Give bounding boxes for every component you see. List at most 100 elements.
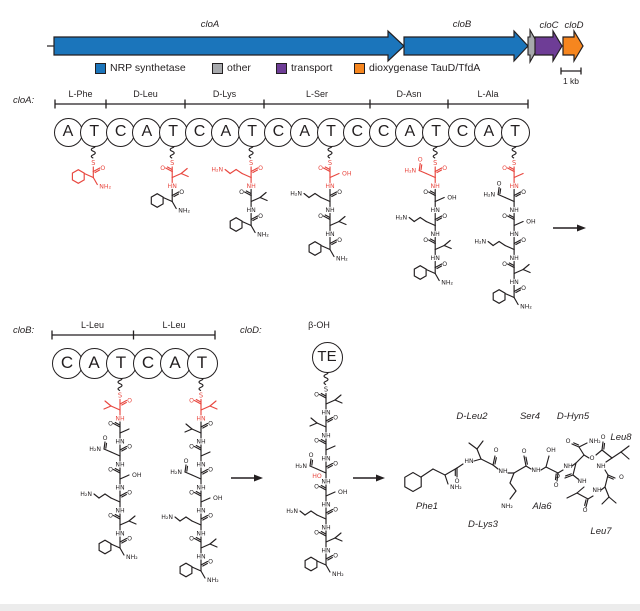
- module-label-LLeu-2: L-Leu: [162, 320, 186, 330]
- domain-circle-cloA-9-C: C: [263, 117, 293, 147]
- svg-text:HN: HN: [196, 462, 206, 469]
- svg-text:O: O: [337, 189, 342, 196]
- svg-text:O: O: [418, 157, 423, 164]
- svg-text:NH: NH: [115, 508, 125, 515]
- gene-label-cloA: cloA: [200, 19, 220, 30]
- svg-text:O: O: [208, 513, 213, 520]
- svg-text:HN: HN: [509, 231, 519, 238]
- svg-text:HN: HN: [321, 502, 331, 509]
- svg-text:H₂N: H₂N: [211, 167, 223, 174]
- svg-text:HO: HO: [312, 473, 322, 480]
- svg-text:S: S: [512, 159, 516, 167]
- svg-text:NH: NH: [196, 439, 206, 446]
- svg-text:H₂N: H₂N: [295, 463, 307, 470]
- cloB-section-label: cloB:: [13, 325, 35, 336]
- svg-text:HN: HN: [196, 554, 206, 561]
- domain-circle-TE: TE: [311, 341, 343, 373]
- svg-text:O: O: [333, 415, 338, 422]
- svg-text:O: O: [601, 434, 606, 441]
- domain-circle-cloA-8-T: T: [237, 117, 267, 147]
- svg-text:O: O: [554, 482, 559, 489]
- svg-text:HN: HN: [246, 207, 256, 214]
- svg-text:H₂N: H₂N: [474, 239, 486, 246]
- svg-text:O: O: [258, 165, 263, 172]
- gene-arrow-cloB: [403, 29, 529, 63]
- svg-text:O: O: [521, 285, 526, 292]
- legend-swatch-transport: [276, 63, 287, 74]
- svg-text:HN: HN: [464, 458, 474, 465]
- product-label-DLeu2: D-Leu2: [456, 411, 488, 422]
- svg-text:NH: NH: [509, 255, 519, 262]
- svg-text:O: O: [127, 444, 132, 451]
- svg-text:O: O: [208, 467, 213, 474]
- product-label-DHyn5: D-Hyn5: [556, 411, 590, 422]
- svg-text:HN: HN: [321, 548, 331, 555]
- svg-text:OH: OH: [338, 489, 348, 496]
- product-label-Ser4: Ser4: [519, 411, 541, 422]
- cloA-section-label: cloA:: [13, 95, 35, 106]
- svg-text:OH: OH: [447, 195, 457, 202]
- svg-text:HN: HN: [325, 183, 335, 190]
- svg-text:NH₂: NH₂: [332, 571, 344, 578]
- svg-text:S: S: [91, 159, 95, 167]
- gene-arrow-cloD: [562, 28, 584, 64]
- svg-text:O: O: [555, 473, 560, 480]
- domain-circle-cloB-2-A: A: [78, 347, 110, 379]
- module-label-LLeu-1: L-Leu: [80, 320, 105, 330]
- domain-circle-cloA-4-A: A: [132, 117, 162, 147]
- domain-circle-cloA-5-T: T: [158, 117, 188, 147]
- svg-text:HN: HN: [168, 183, 178, 190]
- svg-text:O: O: [566, 438, 571, 445]
- gene-arrow-cloA: [53, 29, 405, 63]
- svg-text:O: O: [521, 189, 526, 196]
- svg-text:OH: OH: [132, 472, 142, 479]
- legend-swatch-other: [212, 63, 223, 74]
- svg-text:O: O: [333, 461, 338, 468]
- svg-text:O: O: [455, 478, 460, 485]
- domain-circle-cloB-4-C: C: [132, 347, 164, 379]
- domain-circle-cloA-3-C: C: [106, 117, 136, 147]
- svg-text:S: S: [433, 159, 437, 167]
- svg-text:O: O: [103, 435, 108, 442]
- svg-text:O: O: [314, 484, 319, 491]
- beta-oh-label: β-OH: [308, 320, 330, 330]
- svg-text:O: O: [179, 189, 184, 196]
- svg-text:HN: HN: [196, 508, 206, 515]
- svg-text:HN: HN: [115, 439, 125, 446]
- svg-text:O: O: [127, 536, 132, 543]
- svg-text:O: O: [333, 507, 338, 514]
- svg-text:NH₂: NH₂: [126, 554, 138, 561]
- product-label-Leu8: Leu8: [610, 432, 632, 443]
- svg-text:O: O: [442, 261, 447, 268]
- domain-circle-cloB-6-T: T: [186, 347, 218, 379]
- svg-text:O: O: [127, 398, 132, 405]
- svg-text:O: O: [108, 421, 113, 428]
- svg-text:O: O: [442, 165, 447, 172]
- svg-text:O: O: [314, 438, 319, 445]
- domain-circle-cloA-12-C: C: [342, 117, 372, 147]
- svg-text:NH: NH: [509, 207, 519, 214]
- reaction-arrows: [231, 224, 586, 482]
- svg-text:O: O: [208, 421, 213, 428]
- domain-circle-cloA-11-T: T: [316, 117, 346, 147]
- legend-label-dioxygenase: dioxygenase TauD/TfdA: [369, 62, 481, 74]
- svg-text:S: S: [170, 159, 174, 167]
- svg-text:NH: NH: [246, 183, 256, 190]
- svg-text:NH: NH: [431, 183, 441, 190]
- svg-text:NH₂: NH₂: [520, 304, 532, 311]
- svg-text:NH₂: NH₂: [450, 484, 462, 491]
- svg-text:NH₂: NH₂: [207, 577, 219, 584]
- svg-text:O: O: [497, 181, 502, 188]
- svg-text:NH₂: NH₂: [336, 256, 348, 263]
- gene-cluster-map: [47, 27, 584, 75]
- module-label-LPhe: L-Phe: [68, 89, 93, 99]
- svg-text:NH: NH: [596, 463, 606, 470]
- bracket-ticks: [51, 330, 216, 340]
